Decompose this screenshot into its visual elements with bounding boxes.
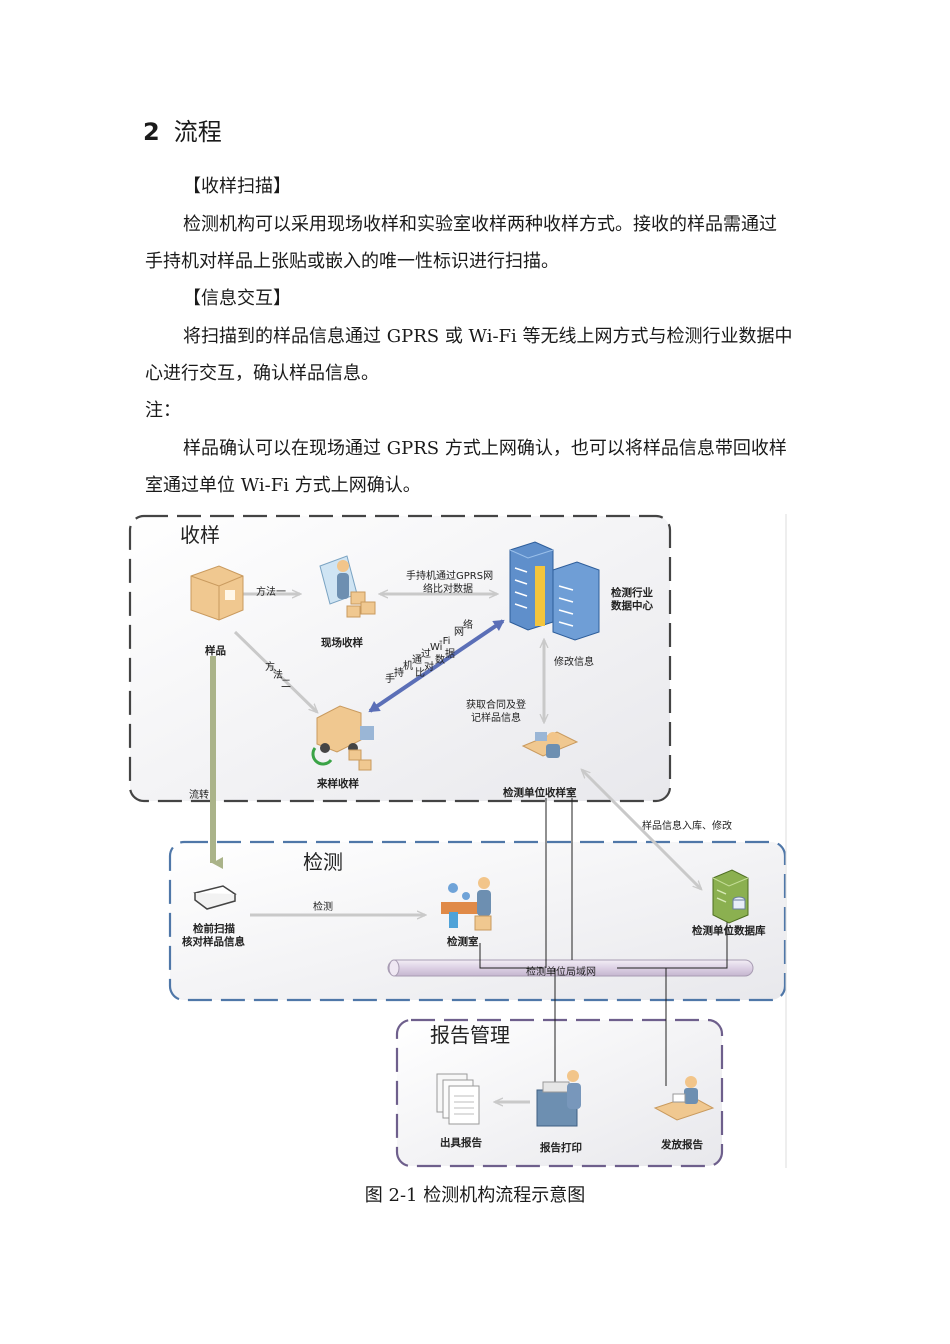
send-report-label: 发放报告 [660, 1138, 703, 1151]
get-contract-label-1: 获取合同及登 [466, 698, 526, 711]
unit-db-label: 检测单位数据库 [692, 924, 766, 937]
wifi-label-char: 手 [385, 672, 395, 685]
delivery-truck-icon [311, 705, 374, 771]
flow-diagram: 收样 检测 报告管理 [128, 514, 787, 1168]
gprs-label-2: 络比对数据 [423, 582, 473, 595]
get-contract-label-2: 记样品信息 [471, 711, 521, 724]
prescan-label-2: 核对样品信息 [182, 935, 245, 948]
figure-caption: 图 2-1 检测机构流程示意图 [364, 1185, 586, 1206]
wifi-label-char: 据 [445, 647, 455, 660]
wifi-label-char: Wi [430, 642, 442, 653]
wifi-label-char: 持 [394, 666, 404, 679]
sample-box-icon [190, 565, 244, 621]
wifi-label-char: 网 [454, 626, 464, 638]
modify-label: 修改信息 [554, 655, 594, 668]
s2-line2: 心进行交互，确认样品信息。 [145, 363, 379, 384]
lan-links [479, 798, 728, 1098]
wifi-label: 手 持 机 通 过 Wi -Fi 网 络 比 对 数 据 [385, 618, 473, 685]
s2-title: 【信息交互】 [183, 288, 291, 309]
method2-label-a: 方 [265, 660, 275, 673]
wifi-label-char: 比 [415, 667, 425, 679]
onsite-label: 现场收样 [321, 636, 363, 649]
test-section-title: 检测 [303, 850, 343, 874]
method2-label-b: 法 [273, 668, 283, 681]
heading-title: 流程 [173, 118, 222, 146]
issue-report-label: 出具报告 [440, 1136, 482, 1149]
reception-desk-icon [521, 731, 579, 758]
database-server-icon [712, 869, 749, 924]
onsite-worker-icon [319, 555, 376, 618]
lan-pipe-end [388, 959, 400, 977]
store-label: 样品信息入库、修改 [642, 819, 732, 832]
s1-line2: 手持机对样品上张贴或嵌入的唯一性标识进行扫描。 [145, 251, 559, 272]
report-section-title: 报告管理 [430, 1023, 510, 1047]
wifi-label-char: 对 [424, 660, 434, 673]
wifi-label-char: 络 [463, 618, 473, 631]
wifi-label-char: 过 [421, 647, 431, 660]
dispatch-desk-icon [653, 1076, 715, 1121]
lab-label: 检测室 [447, 935, 479, 948]
datacenter-label-1: 检测行业 [611, 586, 653, 599]
wifi-label-char: 数 [435, 653, 445, 666]
lan-pipe [387, 959, 754, 977]
note-label: 注： [145, 400, 181, 421]
gprs-label-1: 手持机通过GPRS网 [406, 569, 493, 582]
s1-title: 【收样扫描】 [183, 176, 291, 197]
flow-label: 流转 [189, 788, 209, 801]
method2-label-c: 二 [281, 679, 291, 690]
datacenter-label-2: 数据中心 [610, 599, 653, 612]
unit-room-label: 检测单位收样室 [503, 786, 577, 799]
s1-line1: 检测机构可以采用现场收样和实验室收样两种收样方式。接收的样品需通过 [183, 214, 777, 235]
note-line1: 样品确认可以在现场通过 GPRS 方式上网确认，也可以将样品信息带回收样 [183, 438, 787, 459]
server-icon [509, 541, 600, 641]
heading-number: 2 [143, 118, 160, 146]
method2-arrow [233, 630, 317, 712]
wifi-label-char: 机 [403, 659, 413, 672]
prescan-label-1: 检前扫描 [193, 922, 235, 935]
document-stack-icon [436, 1073, 480, 1125]
wifi-label-char: 通 [412, 654, 422, 666]
scanner-icon [193, 885, 237, 910]
lab-icon [441, 877, 492, 931]
s2-line1: 将扫描到的样品信息通过 GPRS 或 Wi-Fi 等无线上网方式与检测行业数据中 [183, 326, 793, 347]
store-arrow [582, 770, 701, 889]
wifi-label-char: -Fi [439, 636, 450, 647]
section-heading: 2 流程 [143, 112, 222, 147]
sample-label: 样品 [205, 644, 226, 657]
printer-operator-icon [536, 1070, 581, 1127]
note-line2: 室通过单位 Wi-Fi 方式上网确认。 [145, 475, 421, 496]
wifi-arrow [368, 619, 505, 713]
lan-label: 检测单位局域网 [526, 965, 596, 978]
method1-label: 方法一 [256, 585, 286, 598]
print-report-label: 报告打印 [540, 1141, 582, 1154]
receive-section-title: 收样 [180, 523, 220, 547]
test-edge-label: 检测 [313, 900, 333, 913]
delivered-label: 来样收样 [316, 777, 359, 790]
